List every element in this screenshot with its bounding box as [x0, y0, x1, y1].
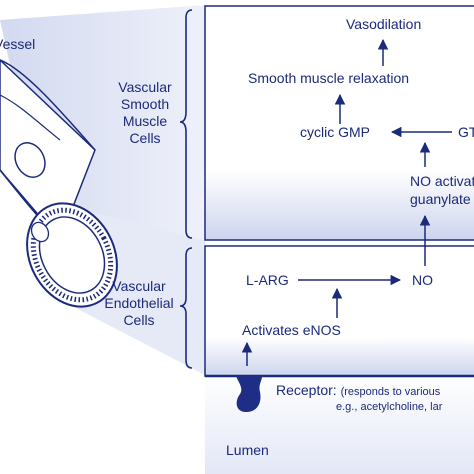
vasodilation-label: Vasodilation — [346, 16, 422, 32]
smooth-muscle-label-line-3: Muscle — [122, 113, 168, 129]
endothelial-brace — [179, 247, 193, 369]
vessel-label: Vessel — [0, 36, 36, 52]
endothelial-label-line-3: Cells — [123, 312, 155, 328]
endothelial-label-line-1: Vascular — [112, 278, 166, 294]
smooth-muscle-label-line-1: Vascular — [118, 79, 172, 95]
receptor-shape — [236, 376, 262, 412]
smooth-muscle-relaxation-label: Smooth muscle relaxation — [248, 70, 410, 86]
gtp-label: GTP — [458, 124, 474, 140]
smooth-muscle-label-line-2: Smooth — [120, 96, 170, 112]
no-label: NO — [412, 272, 433, 288]
activates-enos-label: Activates eNOS — [242, 322, 341, 338]
no-activates-label: NO activates — [410, 173, 474, 189]
lumen-label: Lumen — [226, 442, 269, 458]
l-arg-label: L-ARG — [246, 272, 289, 288]
cyclic-gmp-label: cyclic GMP — [300, 124, 370, 140]
endothelial-cells-label: Vascular Endothelial Cells — [96, 278, 182, 329]
endothelial-label-line-2: Endothelial — [104, 295, 174, 311]
blood-vessel-illustration — [0, 58, 118, 308]
smooth-muscle-cells-label: Vascular Smooth Muscle Cells — [108, 79, 182, 147]
receptor-label: Receptor: (responds to various — [276, 382, 440, 398]
receptor-note: (responds to various — [340, 386, 441, 398]
smooth-muscle-brace — [179, 9, 193, 239]
receptor-title: Receptor: — [276, 382, 337, 398]
smooth-muscle-label-line-4: Cells — [129, 130, 161, 146]
guanylate-cyclase-label: guanylate cyclase — [410, 191, 474, 207]
receptor-examples: e.g., acetylcholine, lar — [336, 401, 443, 413]
endothelial-panel — [204, 245, 474, 377]
